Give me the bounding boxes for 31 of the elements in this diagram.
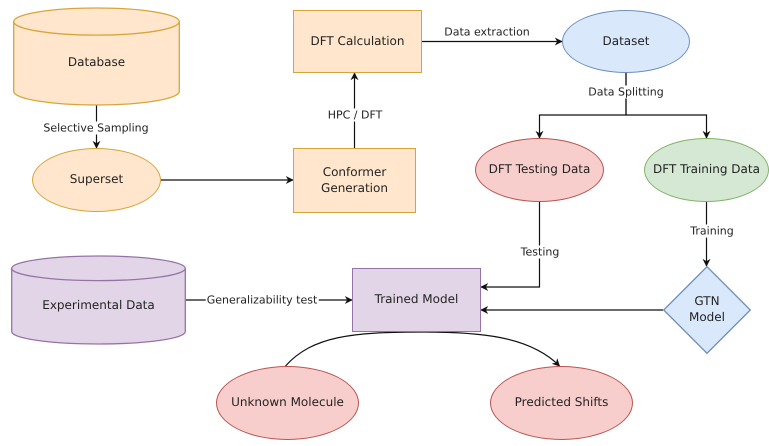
process-box (293, 10, 422, 73)
decision-diamond (663, 266, 751, 354)
edge-label: Selective Sampling (42, 122, 150, 134)
edge-label: Data Splitting (587, 86, 665, 98)
arrow (625, 73, 710, 139)
node-text: Unknown Molecule (230, 395, 345, 411)
process-box (293, 148, 416, 213)
database-cylinder (11, 256, 186, 344)
node-text: GTN Model (688, 294, 726, 326)
node-text: Database (66, 54, 126, 70)
arrow (161, 176, 294, 184)
edge-label: Training (689, 224, 735, 238)
node-text: Experimental Data (41, 297, 156, 314)
arrow (285, 331, 560, 367)
node-text: DFT Calculation (309, 34, 406, 50)
node-text: Predicted Shifts (514, 395, 610, 411)
node-text: DFT Testing Data (488, 162, 592, 178)
node-text: DFT Training Data (652, 162, 761, 178)
arrow (480, 202, 540, 291)
arrow (422, 38, 563, 46)
node-text: Trained Model (374, 292, 460, 308)
model-box (352, 268, 481, 332)
node-text: Conformer Generation (320, 164, 389, 196)
edge-label: HPC / DFT (326, 108, 384, 122)
edge-label: Testing (520, 246, 560, 258)
node-text: Dataset (602, 34, 650, 50)
arrow (480, 306, 663, 314)
edge-label: Generalizability test (206, 294, 318, 306)
database-cylinder (13, 8, 180, 105)
edge-label: Data extraction (443, 26, 531, 38)
node-text: Superset (68, 172, 124, 188)
